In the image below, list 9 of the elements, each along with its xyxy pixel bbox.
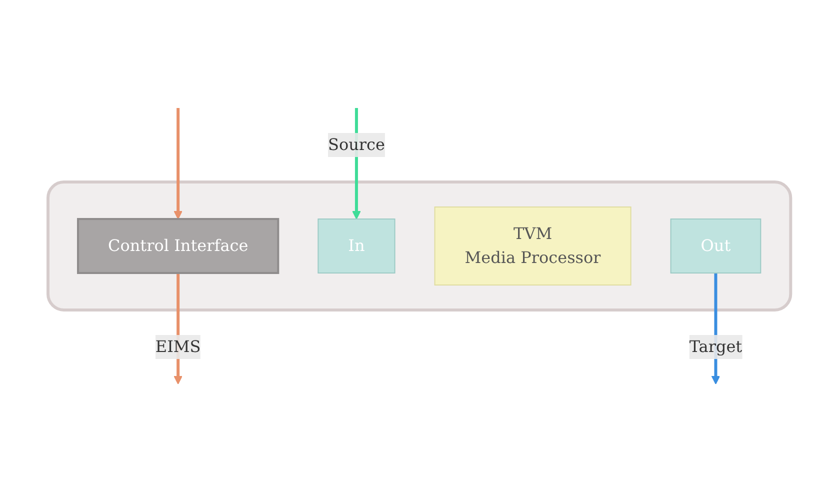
arrow [173, 108, 182, 220]
edge-label: Target [689, 337, 742, 356]
edge-label: EIMS [155, 337, 200, 356]
node-box: In [317, 218, 395, 274]
cluster [46, 180, 792, 312]
node-box: TVM Media Processor [434, 206, 631, 286]
node-box: Out [670, 218, 761, 274]
edge-label: Source [328, 135, 385, 154]
node-box: Control Interface [76, 218, 279, 274]
